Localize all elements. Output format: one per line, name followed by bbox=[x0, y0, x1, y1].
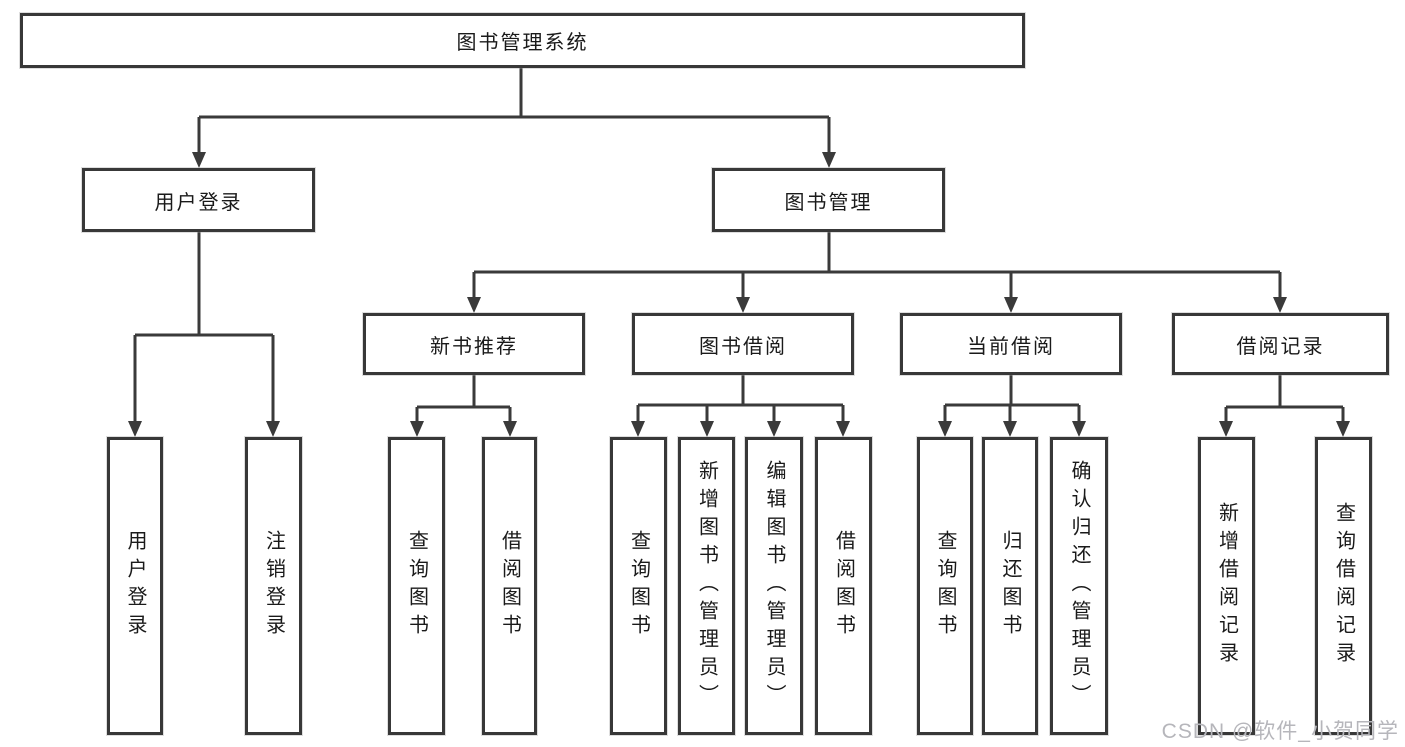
node-new-book-rec-label: 新书推荐 bbox=[430, 335, 518, 358]
leaf-br-query-record: 查询借阅记录 bbox=[1315, 437, 1372, 735]
node-book-borrow: 图书借阅 bbox=[632, 313, 854, 375]
node-root-system-label: 图书管理系统 bbox=[456, 32, 589, 54]
leaf-bb-add-book: 新增图书（管理员） bbox=[678, 437, 735, 735]
leaf-bb-edit-book-label: 编辑图书（管理员） bbox=[763, 460, 785, 712]
leaf-bb-query-book-label: 查询图书 bbox=[627, 530, 650, 642]
leaf-cb-return-book-label: 归还图书 bbox=[999, 530, 1021, 642]
node-borrow-record: 借阅记录 bbox=[1172, 313, 1389, 375]
leaf-bb-query-book: 查询图书 bbox=[610, 437, 667, 735]
leaf-rec-borrow-book: 借阅图书 bbox=[482, 437, 537, 735]
leaf-rec-query-book: 查询图书 bbox=[388, 437, 445, 735]
connector-borrow-record-to-leaves bbox=[1219, 375, 1350, 437]
csdn-watermark: CSDN @软件_小贺同学 bbox=[1161, 720, 1399, 743]
leaf-cb-return-book: 归还图书 bbox=[982, 437, 1038, 735]
leaf-logout-label: 注销登录 bbox=[262, 530, 285, 642]
node-current-borrow-label: 当前借阅 bbox=[967, 335, 1055, 358]
leaf-bb-borrow-book: 借阅图书 bbox=[815, 437, 872, 735]
connector-book-borrow-to-leaves bbox=[631, 375, 850, 437]
node-new-book-rec: 新书推荐 bbox=[363, 313, 585, 375]
node-root-system: 图书管理系统 bbox=[20, 13, 1025, 68]
connector-current-borrow-to-leaves bbox=[938, 375, 1086, 437]
connector-root-to-level2 bbox=[192, 68, 836, 168]
leaf-cb-confirm-return-label: 确认归还（管理员） bbox=[1068, 460, 1090, 712]
leaf-br-query-record-label: 查询借阅记录 bbox=[1332, 502, 1355, 670]
connector-new-book-rec-to-leaves bbox=[410, 375, 517, 437]
node-borrow-record-label: 借阅记录 bbox=[1236, 335, 1325, 358]
leaf-user-login-label: 用户登录 bbox=[124, 530, 146, 642]
node-book-borrow-label: 图书借阅 bbox=[699, 335, 787, 358]
leaf-bb-add-book-label: 新增图书（管理员） bbox=[695, 460, 718, 712]
node-book-mgmt-branch: 图书管理 bbox=[712, 168, 945, 232]
leaf-bb-edit-book: 编辑图书（管理员） bbox=[745, 437, 803, 735]
leaf-bb-borrow-book-label: 借阅图书 bbox=[832, 530, 855, 642]
leaf-user-login: 用户登录 bbox=[107, 437, 163, 735]
node-user-login-branch: 用户登录 bbox=[82, 168, 315, 232]
leaf-cb-query-book-label: 查询图书 bbox=[934, 530, 956, 642]
connector-user-login-to-leaves bbox=[128, 232, 280, 437]
leaf-rec-query-book-label: 查询图书 bbox=[405, 530, 428, 642]
connector-book-mgmt-to-level3 bbox=[467, 232, 1287, 313]
node-current-borrow: 当前借阅 bbox=[900, 313, 1122, 375]
node-book-mgmt-branch-label: 图书管理 bbox=[784, 191, 873, 214]
node-user-login-branch-label: 用户登录 bbox=[154, 191, 243, 214]
leaf-cb-query-book: 查询图书 bbox=[917, 437, 973, 735]
leaf-cb-confirm-return: 确认归还（管理员） bbox=[1050, 437, 1108, 735]
leaf-br-add-record-label: 新增借阅记录 bbox=[1215, 502, 1238, 670]
leaf-rec-borrow-book-label: 借阅图书 bbox=[498, 530, 521, 642]
leaf-logout: 注销登录 bbox=[245, 437, 302, 735]
leaf-br-add-record: 新增借阅记录 bbox=[1198, 437, 1255, 735]
